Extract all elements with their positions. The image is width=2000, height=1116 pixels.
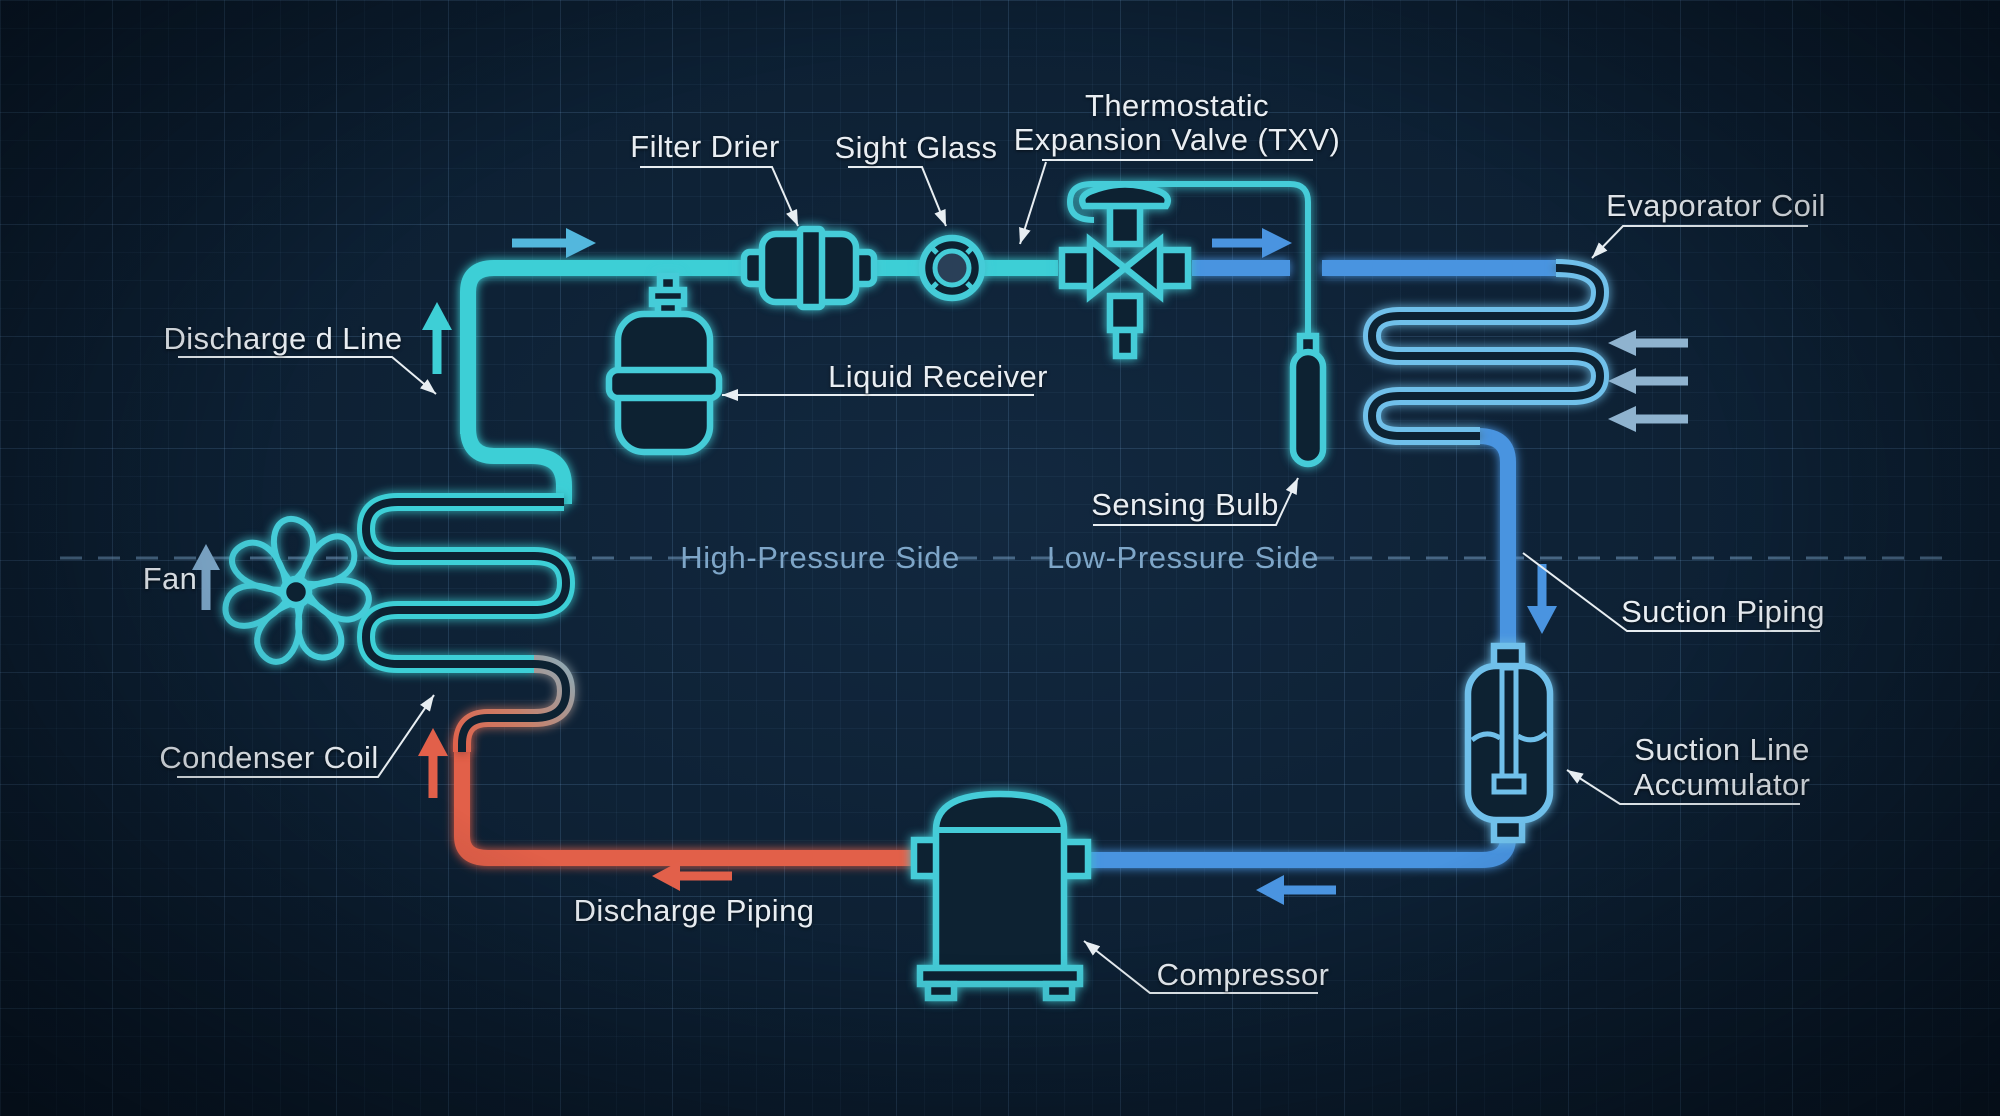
suction-to-compressor-flow-arrow-icon xyxy=(1256,875,1336,905)
sight-glass-leader xyxy=(848,166,947,227)
fan-icon xyxy=(222,516,372,665)
liquid-receiver-icon xyxy=(605,272,723,456)
label-sight-glass: Sight Glass xyxy=(834,130,998,165)
evaporator-coil-leader xyxy=(1591,225,1808,259)
suction-accumulator-icon xyxy=(1464,642,1554,844)
label-condenser-coil: Condenser Coil xyxy=(159,740,379,775)
label-high-pressure-side: High-Pressure Side xyxy=(680,540,960,575)
label-filter-drier: Filter Drier xyxy=(630,129,780,164)
label-liquid-receiver: Liquid Receiver xyxy=(828,359,1048,394)
condenser-coil-icon xyxy=(356,493,576,752)
sight-glass-icon xyxy=(918,234,986,302)
label-low-pressure-side: Low-Pressure Side xyxy=(1046,540,1320,575)
compressor-icon xyxy=(910,790,1092,1002)
label-discharge-piping: Discharge Piping xyxy=(573,893,815,928)
discharge-pipe xyxy=(454,742,924,866)
discharge-line-flow-arrow-icon xyxy=(422,302,452,374)
filter-drier-icon xyxy=(740,225,878,311)
label-discharge-line: Discharge d Line xyxy=(163,321,403,356)
condenser-inlet-flow-arrow-icon xyxy=(418,728,448,798)
liquid-line-flow-arrow-icon xyxy=(512,228,596,258)
evaporator-inlet-flow-arrow-icon xyxy=(1212,228,1292,258)
sensing-bulb-icon xyxy=(1289,332,1327,468)
label-suction-line-accumulator-line2: Accumulator xyxy=(1633,767,1811,802)
evaporator-coil-icon xyxy=(1362,259,1610,445)
label-compressor: Compressor xyxy=(1156,957,1330,992)
label-fan: Fan xyxy=(142,561,198,596)
label-evaporator-coil: Evaporator Coil xyxy=(1606,188,1826,223)
evaporator-airflow-arrow-1-icon xyxy=(1608,330,1688,356)
label-txv-line2: Expansion Valve (TXV) xyxy=(1013,122,1341,157)
discharge-line-leader xyxy=(178,356,437,395)
evaporator-airflow-arrow-3-icon xyxy=(1608,406,1688,432)
label-txv-line1: Thermostatic xyxy=(1085,88,1269,123)
filter-drier-leader xyxy=(640,166,799,227)
label-suction-piping: Suction Piping xyxy=(1621,594,1825,629)
label-sensing-bulb: Sensing Bulb xyxy=(1091,487,1279,522)
txv-leader xyxy=(1019,161,1047,245)
label-suction-line-accumulator-line1: Suction Line xyxy=(1634,732,1810,767)
evaporator-airflow-arrow-2-icon xyxy=(1608,368,1688,394)
